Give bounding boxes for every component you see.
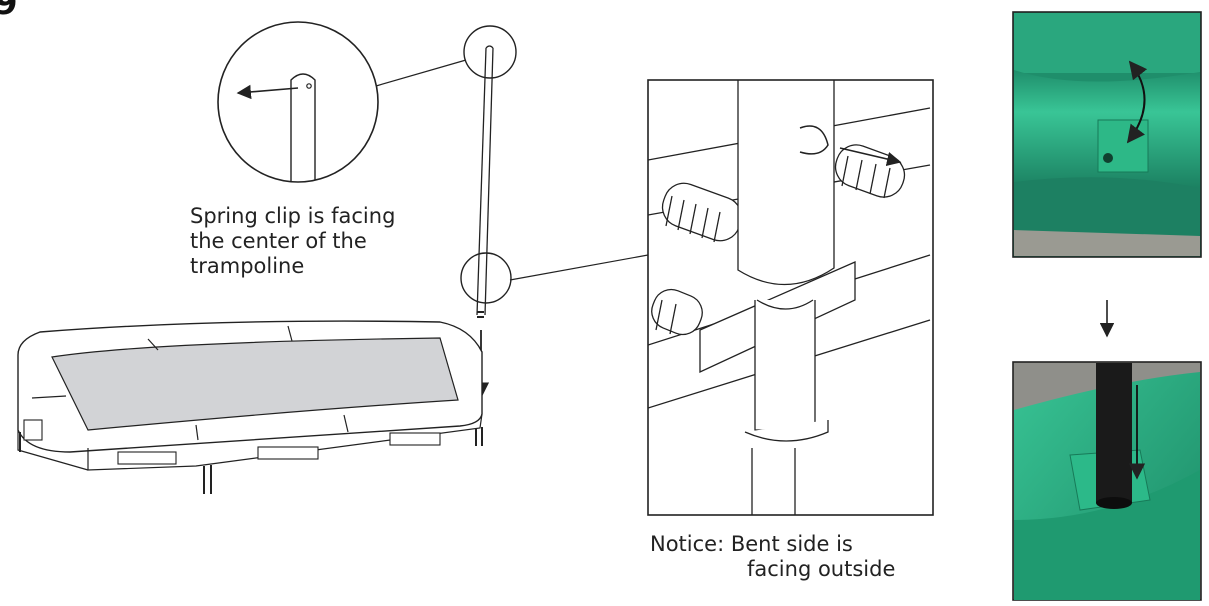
bent-side-detail-box	[647, 79, 934, 516]
spring-clip-hole	[306, 83, 312, 89]
bent-side-arrow	[839, 147, 902, 167]
pad-slit-flap	[1097, 119, 1149, 173]
spring-clip-caption: Spring clip is facing the center of the …	[190, 204, 395, 279]
pole-bottom-callout	[460, 252, 512, 304]
spring-clip-detail-circle	[217, 21, 379, 183]
step-number: 9	[0, 0, 18, 23]
trampoline-mat	[51, 337, 459, 431]
clip-direction-arrow	[236, 84, 299, 100]
caption-line: Notice: Bent side is	[650, 532, 853, 556]
caption-line: Spring clip is facing	[190, 204, 396, 228]
flap-curved-arrow	[1126, 60, 1148, 144]
black-pole	[1096, 363, 1132, 503]
detail-connector-box	[509, 254, 649, 281]
detail-connector-top	[375, 59, 467, 87]
photo-pad-slit	[1012, 11, 1202, 258]
trampoline-illustration	[17, 320, 483, 494]
springs-back	[661, 144, 906, 243]
caption-line: facing outside	[747, 557, 896, 581]
pole-upright	[737, 88, 835, 286]
enclosure-pole	[460, 25, 517, 399]
caption-line: trampoline	[190, 254, 305, 278]
pad-hole	[1103, 153, 1113, 163]
photo-pole-inserted	[1012, 361, 1202, 601]
caption-line: the center of the	[190, 229, 367, 253]
pole-top-callout	[463, 25, 517, 79]
